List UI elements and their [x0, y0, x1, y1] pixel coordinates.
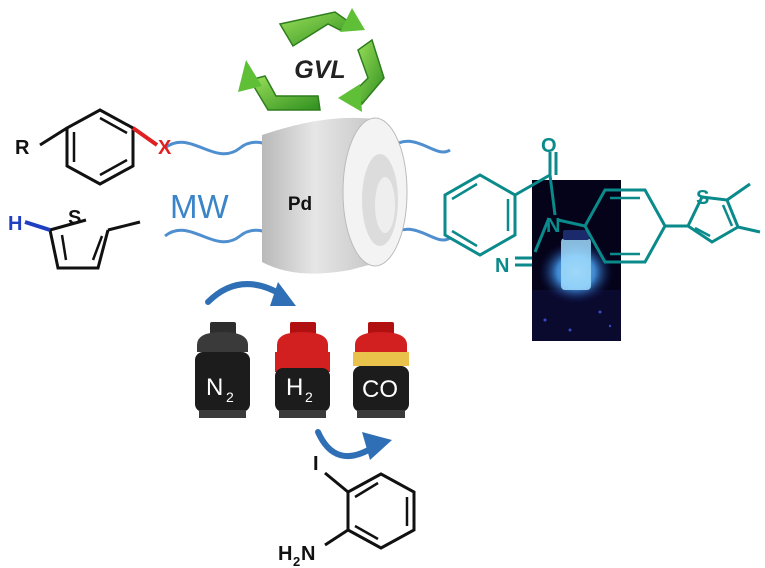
- pd-label: Pd: [288, 194, 312, 215]
- h2-label: H: [286, 374, 303, 401]
- thiophene-s-label: S: [68, 207, 81, 229]
- recycle-icon: GVL: [238, 8, 385, 112]
- aryl-halide-structure: R X: [15, 108, 172, 186]
- amine-n-label: N: [301, 543, 315, 565]
- amine-sub-label: 2: [293, 554, 300, 568]
- product-n3-label: N: [546, 215, 560, 237]
- iodoaniline-structure: I H 2 N: [278, 453, 416, 568]
- pd-reactor-icon: [262, 117, 408, 274]
- product-n1-label: N: [495, 255, 509, 277]
- n2-label: N: [206, 374, 223, 401]
- co-label: CO: [362, 376, 398, 403]
- amine-h-label: H: [278, 543, 292, 565]
- product-structure: [443, 152, 761, 267]
- product-s-label: S: [696, 187, 709, 209]
- halogen-x-label: X: [158, 137, 172, 159]
- h2-gas-cylinder-icon: H 2: [275, 322, 330, 418]
- h2-subscript: 2: [305, 389, 313, 405]
- r-group-label: R: [15, 137, 30, 159]
- hydrogen-h-label: H: [8, 213, 22, 235]
- co-gas-cylinder-icon: CO: [353, 322, 409, 418]
- n2-subscript: 2: [226, 389, 234, 405]
- n2-gas-cylinder-icon: N 2: [195, 322, 250, 418]
- mw-label: MW: [170, 188, 229, 225]
- iodo-label: I: [313, 453, 319, 475]
- product-oxygen-label: O: [541, 135, 557, 157]
- methylthiophene-structure: S H: [8, 207, 141, 270]
- curved-arrow-bottom: [315, 429, 392, 460]
- gvl-label: GVL: [294, 56, 345, 84]
- curved-arrow-top: [205, 281, 296, 306]
